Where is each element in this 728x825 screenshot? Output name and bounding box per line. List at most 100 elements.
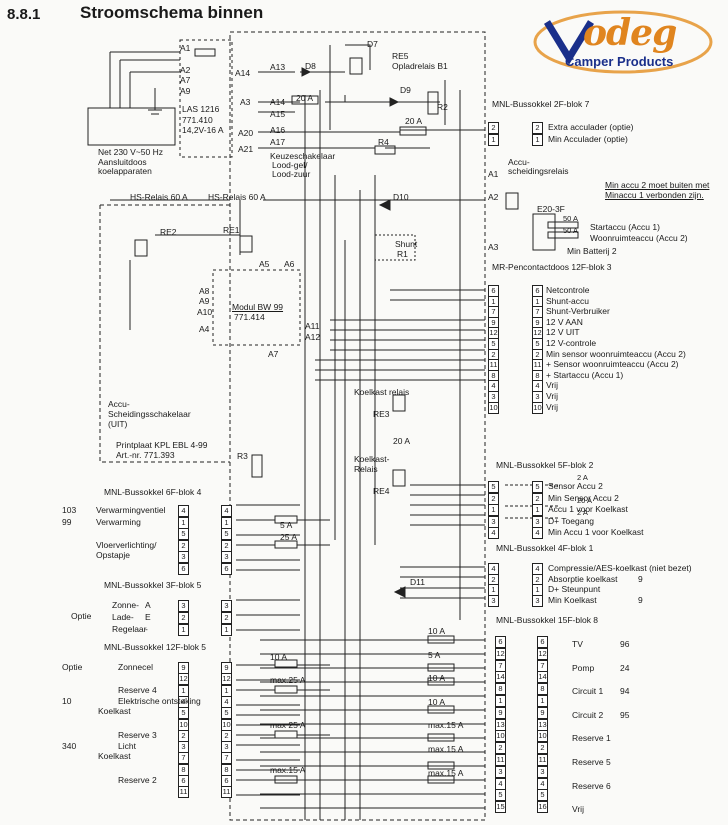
mnl-12f-fuse: max.25 A bbox=[270, 674, 306, 685]
terminal-a21: A21 bbox=[238, 144, 254, 154]
mnl-15f-pin-left: 6 bbox=[495, 636, 506, 648]
mnl-3f-pin-right: 3 bbox=[221, 600, 232, 612]
hs-relais-a: HS-Relais 60 A bbox=[130, 192, 188, 202]
mnl-12f-pin-right: 6 bbox=[221, 775, 232, 787]
mnl-15f-label: Reserve 6 bbox=[572, 780, 611, 791]
modul-number: 771.414 bbox=[234, 312, 265, 322]
koelkast-relais2: Koelkast- bbox=[354, 454, 390, 464]
mnl-15f-fuse: 10 A bbox=[428, 696, 446, 707]
mnl-6f-pin-right: 4 bbox=[221, 505, 232, 517]
e20-label-3: Min Batterij 2 bbox=[567, 246, 617, 256]
e20-fuse-1: 50 A bbox=[563, 214, 579, 223]
terminal-a10: A10 bbox=[197, 307, 213, 317]
mnl-15f-fuse: max.15 A bbox=[428, 720, 464, 731]
mnl-5f-pin-right: 4 bbox=[532, 527, 543, 539]
mnl-12f-label: Reserve 2 bbox=[118, 775, 157, 785]
mnl-12f-fuse: max 25 A bbox=[270, 719, 306, 730]
mnl-6f-pin-left: 2 bbox=[178, 539, 189, 552]
net-label-3: koelapparaten bbox=[98, 166, 152, 176]
mnl-15f-pin-right: 4 bbox=[537, 777, 548, 790]
terminal-a5: A5 bbox=[259, 259, 270, 269]
mnl-12f-ref: 340 bbox=[62, 741, 77, 752]
mnl-15f-ref: 95 bbox=[620, 709, 630, 720]
terminal-a14-b: A14 bbox=[270, 97, 286, 107]
mnl-12f-pin-right: 4 bbox=[221, 695, 232, 708]
mnl-15f-pin-left: 4 bbox=[495, 777, 506, 790]
mnl-2f-pin-2b: 2 bbox=[532, 122, 543, 134]
relay-re5: RE5 bbox=[392, 51, 409, 61]
mnl-5f-pin-right: 5 bbox=[532, 481, 543, 493]
keuze-label-3: Lood-zuur bbox=[272, 169, 311, 179]
mnl-4f-ref: 9 bbox=[638, 573, 643, 584]
terminal-a3: A3 bbox=[240, 97, 251, 107]
mnl-15f-pin-right: 13 bbox=[537, 718, 548, 731]
terminal-a20: A20 bbox=[238, 128, 254, 138]
terminal-a14: A14 bbox=[235, 68, 251, 78]
mnl-5f-label: Accu 1 voor Koelkast bbox=[548, 504, 628, 514]
terminal-accu-a1: A1 bbox=[488, 169, 499, 179]
mnl-12f-ref: Optie bbox=[62, 662, 83, 672]
mnl-6f-title: MNL-Bussokkel 6F-blok 4 bbox=[104, 487, 202, 497]
mnl-5f-fuse: 2 A bbox=[577, 507, 588, 517]
mnl-15f-title: MNL-Bussokkel 15F-blok 8 bbox=[496, 615, 599, 625]
las-spec: 14,2V-16 A bbox=[182, 125, 224, 135]
mnl-5f-label: Sensor Accu 2 bbox=[548, 481, 603, 491]
mnl-15f-pin-left: 12 bbox=[495, 647, 506, 660]
mnl-15f-pin-right: 6 bbox=[537, 636, 548, 648]
terminal-a2: A2 bbox=[180, 65, 191, 75]
mnl-5f-title: MNL-Bussokkel 5F-blok 2 bbox=[496, 460, 594, 470]
logo-swoosh-icon bbox=[533, 10, 713, 74]
terminal-a9-hs: A9 bbox=[199, 296, 210, 306]
mnl-4f-label: Min Koelkast bbox=[548, 594, 597, 605]
mnl-6f-fuse: 25 A bbox=[280, 531, 298, 542]
accu-relais-title-2: scheidingsrelais bbox=[508, 166, 569, 176]
mnl-3f-pin-right: 2 bbox=[221, 612, 232, 624]
mnl-15f-pin-right: 16 bbox=[537, 801, 548, 814]
koelkast-relais2b: Relais bbox=[354, 464, 378, 474]
mnl-12f-fuse: max.15 A bbox=[270, 765, 306, 775]
mnl-15f-pin-right: 3 bbox=[537, 765, 548, 778]
relay-re2: RE2 bbox=[160, 227, 177, 237]
mnl-12f-pin-right: 11 bbox=[221, 786, 232, 799]
mnl-3f-sub: A bbox=[145, 600, 151, 610]
mnl-4f-label: Absorptie koelkast bbox=[548, 573, 618, 584]
mnl-6f-label: Verwarmingventiel bbox=[96, 505, 166, 515]
section-number: 8.8.1 bbox=[7, 6, 41, 23]
accu-schakel-2: Scheidingsschakelaar bbox=[108, 409, 191, 419]
printplaat-1: Printplaat KPL EBL 4-99 bbox=[116, 440, 208, 450]
mnl-15f-ref: 94 bbox=[620, 686, 630, 697]
logo-tagline: Camper Products bbox=[565, 54, 674, 69]
mnl-12f-label-2: Koelkast bbox=[98, 751, 131, 762]
mnl-3f-title: MNL-Bussokkel 3F-blok 5 bbox=[104, 580, 202, 590]
mnl-15f-pin-right: 1 bbox=[537, 695, 548, 707]
mnl-12f-pin-right: 9 bbox=[221, 662, 232, 674]
mnl-3f-pin-left: 2 bbox=[178, 612, 189, 624]
mnl-6f-label: Vloerverlichting/ bbox=[96, 539, 157, 550]
mnl-15f-pin-left: 2 bbox=[495, 742, 506, 755]
mnl-15f-fuse: 10 A bbox=[428, 673, 446, 684]
mnl-15f-pin-right: 8 bbox=[537, 683, 548, 696]
mnl-12f-pin-right: 7 bbox=[221, 752, 232, 765]
mnl-6f-pin-right: 3 bbox=[221, 551, 232, 563]
keuze-label: Keuzeschakelaar bbox=[270, 151, 336, 161]
hs-relais-b: HS-Relais 60 A bbox=[208, 192, 266, 202]
mnl-15f-label: TV bbox=[572, 639, 583, 649]
resistor-r2: R2 bbox=[437, 102, 448, 112]
mnl-2f-pin-1: 1 bbox=[488, 134, 499, 146]
mr-label: Vrij bbox=[546, 401, 558, 412]
mr-label: Shunt-Verbruiker bbox=[546, 306, 610, 317]
page-title: Stroomschema binnen bbox=[80, 3, 264, 22]
mnl-6f-label-2: Opstapje bbox=[96, 549, 131, 560]
terminal-a13: A13 bbox=[270, 62, 286, 72]
mnl-5f-pin-left: 4 bbox=[488, 527, 499, 539]
terminal-a17: A17 bbox=[270, 137, 286, 147]
mnl-3f-sub: E bbox=[145, 612, 151, 622]
mnl-5f-pin-left: 3 bbox=[488, 515, 499, 528]
mnl-15f-pin-left: 13 bbox=[495, 718, 506, 731]
mnl-12f-pin-right: 10 bbox=[221, 718, 232, 731]
mnl-3f-label: Regelaar bbox=[112, 624, 147, 634]
mnl-3f-label: Zonne- bbox=[112, 600, 139, 610]
mr-label: Vrij bbox=[546, 391, 558, 401]
